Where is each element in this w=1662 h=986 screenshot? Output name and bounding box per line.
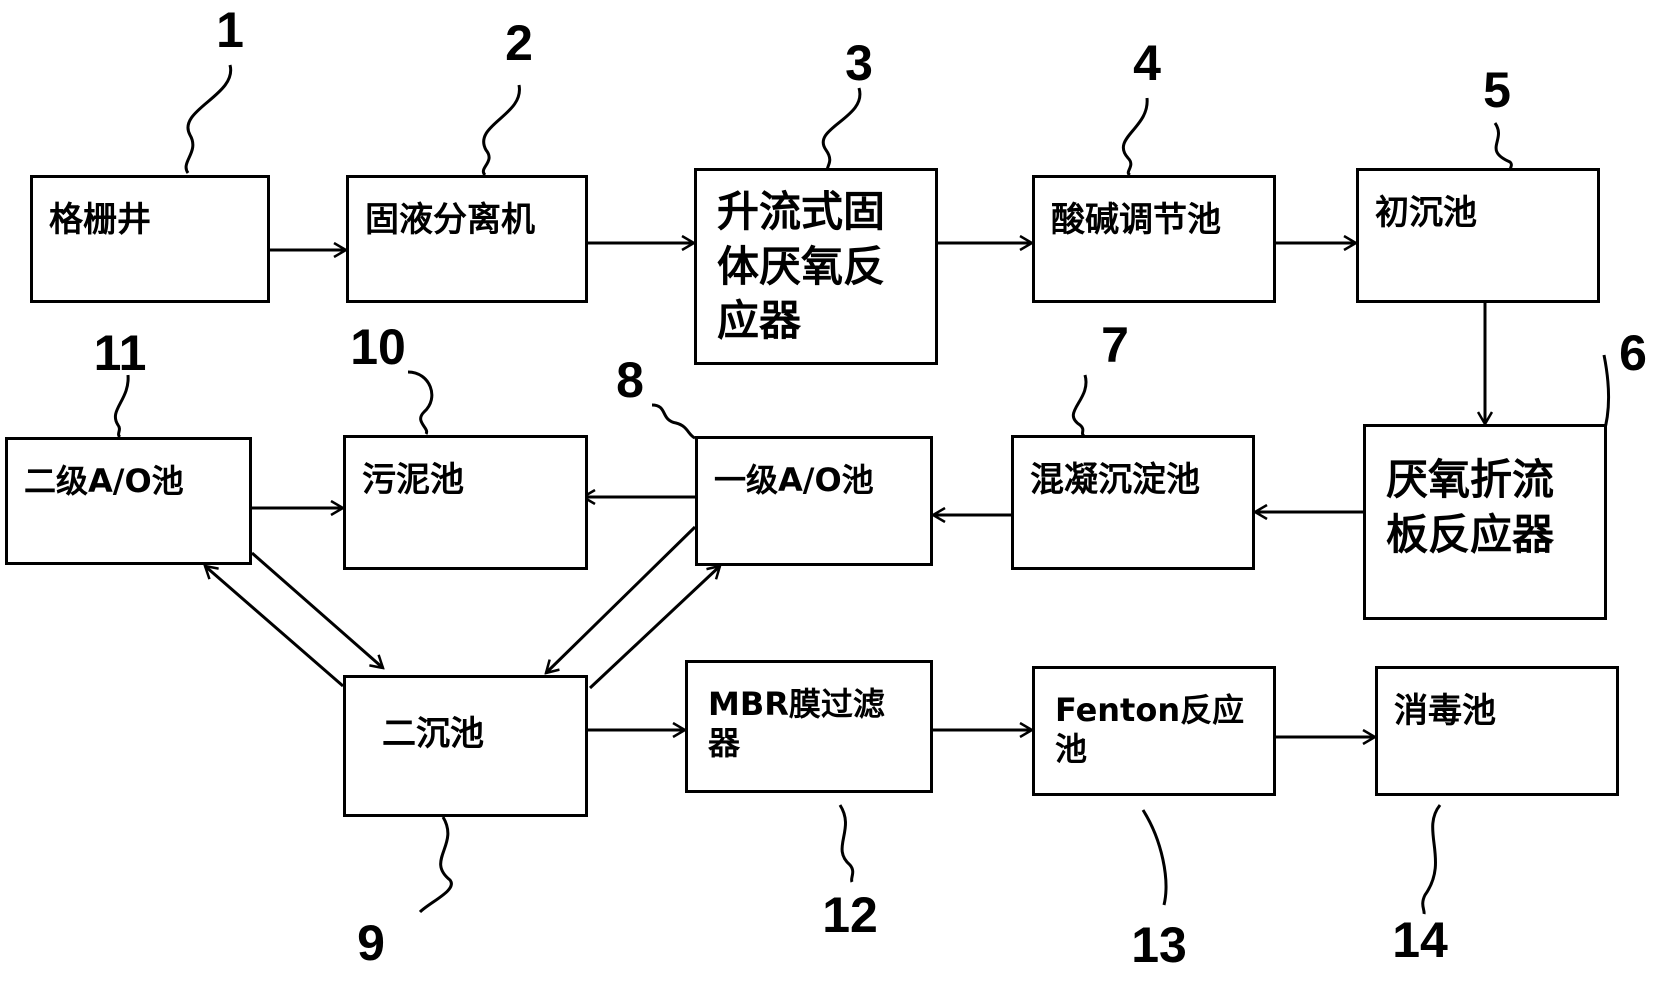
ref-number-1: 1 [216,2,244,58]
box-10-label: 污泥池 [362,460,464,500]
box-5-primary-settling-tank: 初沉池 [1356,168,1600,303]
ref-number-10: 10 [350,319,406,375]
leader-1 [184,64,233,174]
ref-number-5: 5 [1483,62,1511,118]
ref-number-9: 9 [357,915,385,971]
leader-7 [1072,374,1088,438]
box-12-label: MBR膜过滤 器 [708,685,885,763]
ref-number-3: 3 [845,35,873,91]
box-14-label: 消毒池 [1394,691,1496,731]
leader-12 [838,804,855,883]
box-1-label: 格栅井 [49,200,151,240]
box-4-label: 酸碱调节池 [1051,200,1221,240]
box-8-primary-ao-tank: 一级A/O池 [695,436,933,566]
box-2-label: 固液分离机 [365,200,535,240]
ref-number-12: 12 [822,887,878,943]
arrow-11-to-9 [251,551,383,668]
box-9-label: 二沉池 [382,714,484,754]
box-1-grille-well: 格栅井 [30,175,270,303]
ref-number-8: 8 [616,352,644,408]
ref-number-6: 6 [1619,325,1647,381]
box-9-secondary-settling-tank: 二沉池 [343,675,588,817]
leader-2 [481,84,521,177]
box-13-fenton-reaction-tank: Fenton反应 池 [1032,666,1276,796]
leader-5 [1493,122,1513,172]
box-2-solid-liquid-separator: 固液分离机 [346,175,588,303]
ref-number-14: 14 [1392,912,1448,968]
leader-9 [418,816,453,914]
box-7-label: 混凝沉淀池 [1030,460,1200,500]
arrow-8-to-9 [546,525,697,673]
box-13-label: Fenton反应 池 [1055,691,1245,769]
box-11-label: 二级A/O池 [24,462,184,500]
box-14-disinfection-tank: 消毒池 [1375,666,1619,796]
ref-number-2: 2 [505,15,533,71]
ref-number-11: 11 [93,325,147,381]
box-3-label: 升流式固 体厌氧反 应器 [717,187,886,346]
box-10-sludge-tank: 污泥池 [343,435,588,570]
leader-10 [407,370,434,435]
box-5-label: 初沉池 [1375,193,1477,233]
box-11-secondary-ao-tank: 二级A/O池 [5,437,252,565]
leader-8 [651,403,696,440]
box-6-anaerobic-baffled-reactor: 厌氧折流 板反应器 [1363,424,1607,620]
arrow-9-to-8 [588,566,720,690]
box-7-coagulation-sedimentation-tank: 混凝沉淀池 [1011,435,1255,570]
arrow-9-to-11 [205,566,344,688]
leader-13 [1141,809,1168,906]
box-3-upflow-solids-anaerobic-reactor: 升流式固 体厌氧反 应器 [694,168,938,365]
ref-number-4: 4 [1133,35,1161,91]
leader-4 [1121,97,1149,177]
leader-11 [113,374,130,439]
ref-number-7: 7 [1101,317,1129,373]
box-8-label: 一级A/O池 [714,461,874,499]
ref-number-13: 13 [1131,917,1187,973]
box-12-mbr-membrane-filter: MBR膜过滤 器 [685,660,933,793]
leader-14 [1421,804,1442,915]
box-4-acid-base-adjustment-tank: 酸碱调节池 [1032,175,1276,303]
leader-3 [821,87,862,174]
box-6-label: 厌氧折流 板反应器 [1386,455,1555,559]
